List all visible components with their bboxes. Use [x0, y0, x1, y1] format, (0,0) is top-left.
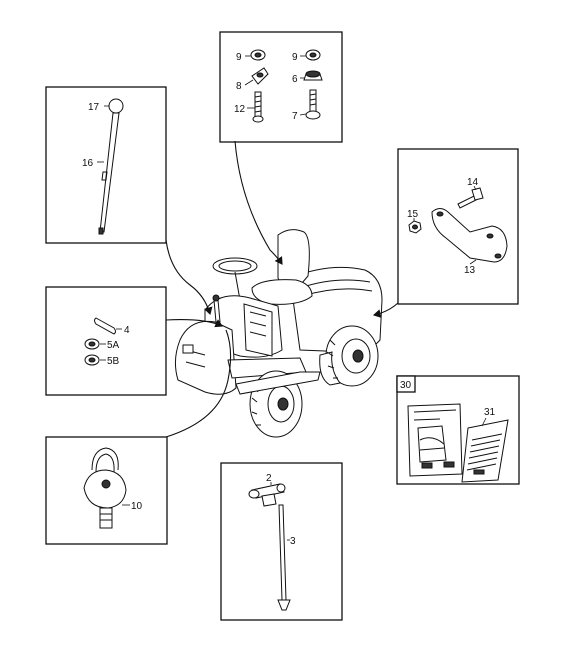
- callout-6: 6: [292, 74, 298, 85]
- callout-15: 15: [407, 209, 419, 220]
- connector-lines: [165, 140, 399, 438]
- callout-8: 8: [236, 81, 242, 92]
- callout-30: 30: [400, 380, 412, 391]
- callout-16: 16: [82, 158, 94, 169]
- callout-7: 7: [292, 111, 298, 122]
- box-gear-lever: 17 16: [45, 86, 167, 244]
- box-bracket: 14 15 13: [397, 148, 519, 305]
- box-shaft: 2 3: [220, 462, 343, 621]
- callout-14: 14: [467, 177, 479, 188]
- callout-3: 3: [290, 536, 296, 547]
- callout-9-right: 9: [292, 52, 298, 63]
- callout-4: 4: [124, 325, 130, 336]
- callout-10: 10: [131, 501, 143, 512]
- callout-13: 13: [464, 265, 476, 276]
- callout-31: 31: [484, 407, 496, 418]
- callout-5a: 5A: [107, 340, 120, 351]
- callout-12: 12: [234, 104, 246, 115]
- box-pin-washers: 4 5A 5B: [45, 286, 167, 396]
- box-manuals: 30 31: [396, 375, 520, 485]
- box-ignition-key: 10: [45, 436, 168, 545]
- callout-5b: 5B: [107, 356, 120, 367]
- callout-9-left: 9: [236, 52, 242, 63]
- callout-17: 17: [88, 102, 100, 113]
- box-hardware: 9 8 12 9 6 7: [219, 31, 343, 143]
- tractor-illustration: [174, 229, 383, 438]
- callout-2: 2: [266, 473, 272, 484]
